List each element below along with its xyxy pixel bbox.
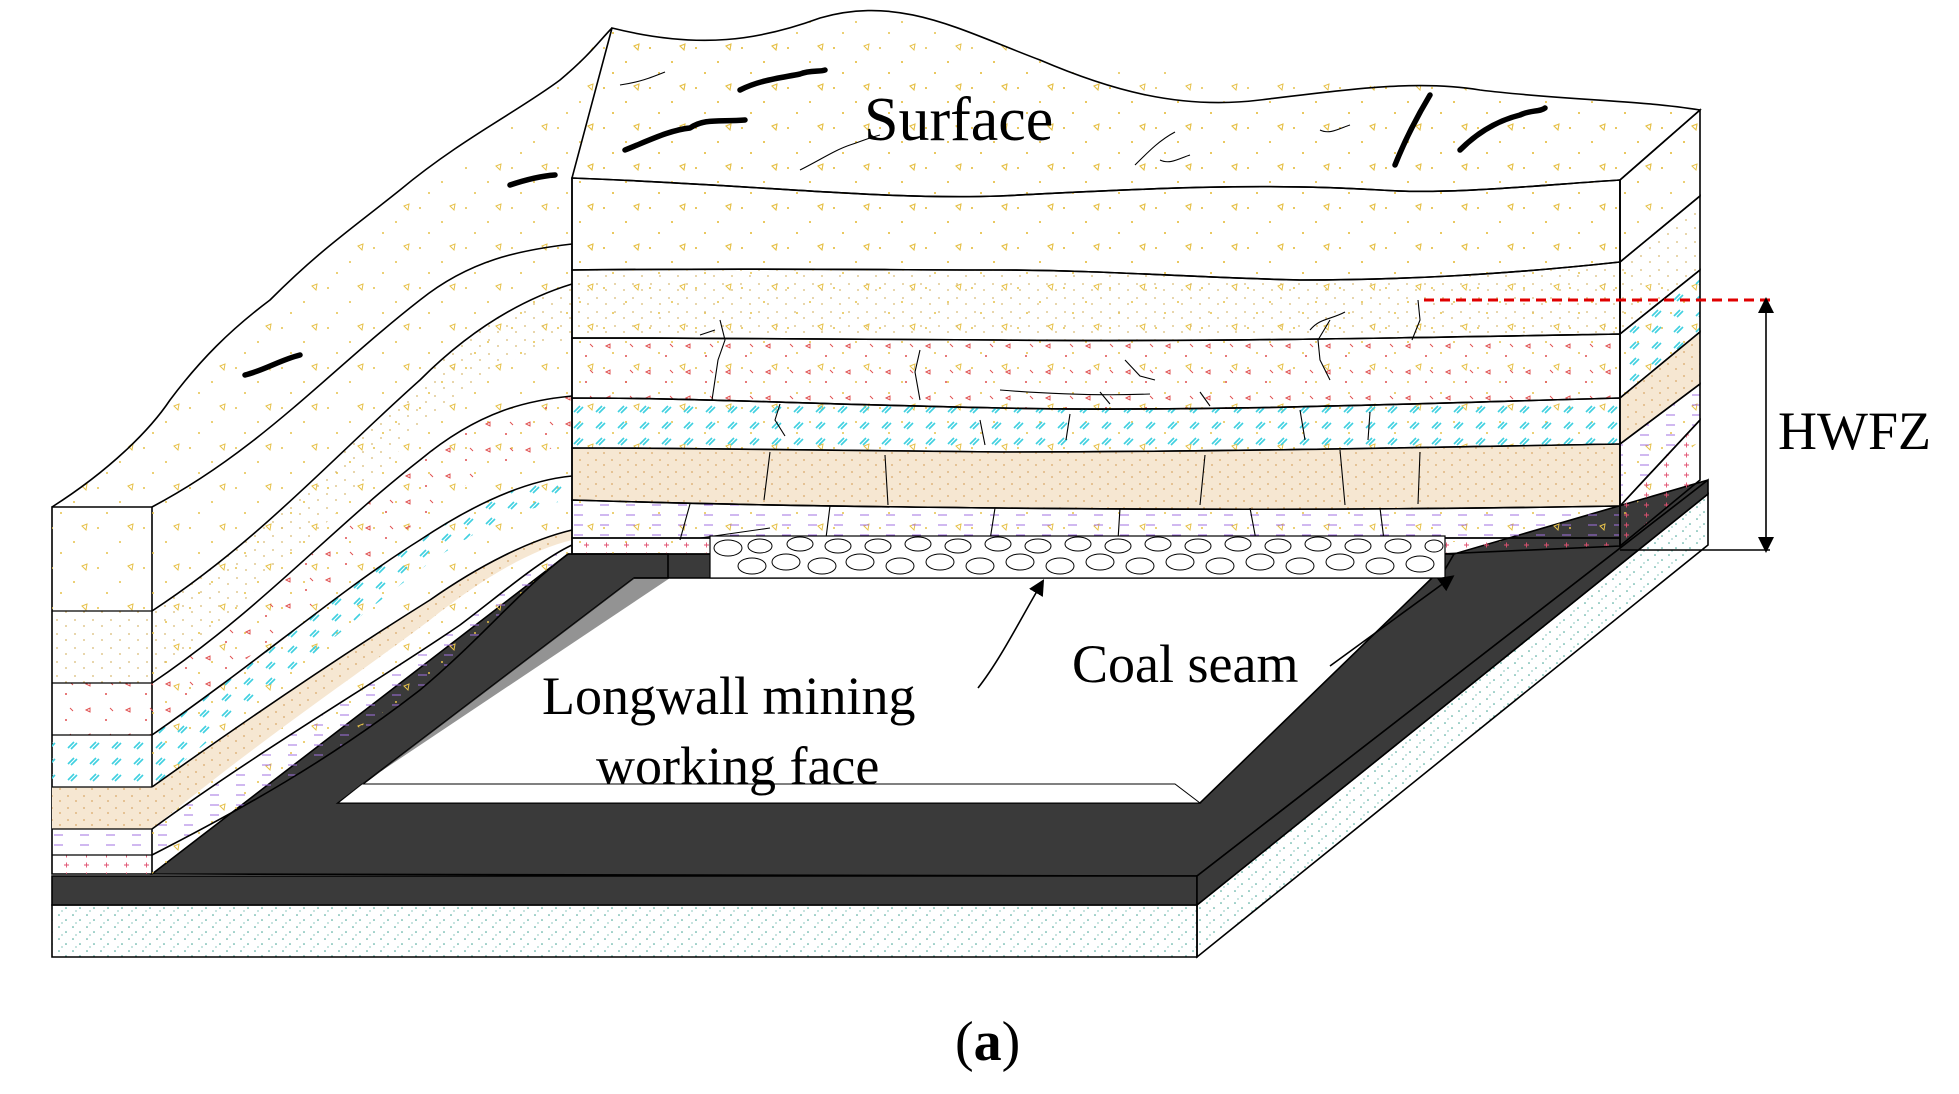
front-section: [571, 108, 1701, 579]
ground-surface: [242, 9, 1702, 378]
longwall-label-line2: working face: [596, 736, 879, 796]
coal-seam-label: Coal seam: [1072, 634, 1298, 694]
figure-caption: (a): [955, 1011, 1020, 1073]
leader-lines: [977, 575, 1455, 689]
caption-open-paren: (: [955, 1011, 974, 1073]
coal-seam-leader: [1329, 575, 1455, 667]
surface-label: Surface: [864, 86, 1053, 154]
hwfz-marker: HWFZ: [1424, 297, 1931, 553]
longwall-leader: [977, 579, 1045, 689]
longwall-label-line1: Longwall mining: [542, 666, 915, 726]
caption-letter: a: [974, 1011, 1002, 1073]
caption-close-paren: ): [1002, 1011, 1021, 1073]
caved-rubble: [709, 535, 1446, 579]
fracture-cracks: [679, 299, 1421, 541]
floor-strata: [51, 492, 1709, 959]
coal-seam-layer: [51, 478, 1709, 907]
hwfz-label: HWFZ: [1778, 401, 1931, 461]
